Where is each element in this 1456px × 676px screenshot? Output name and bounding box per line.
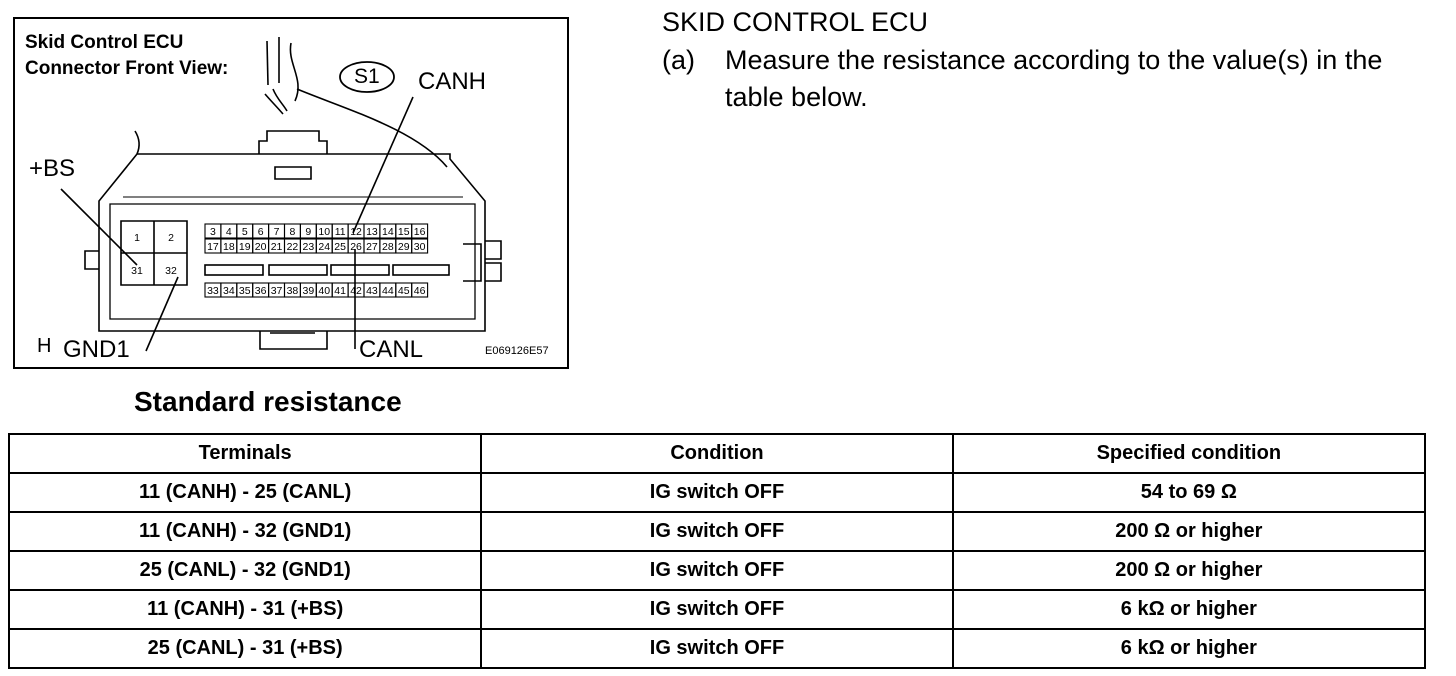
specified-condition-cell: 6 kΩ or higher: [951, 628, 1427, 669]
specified-condition-cell: 200 Ω or higher: [951, 550, 1427, 591]
canl-label: CANL: [359, 336, 424, 363]
pin-number: 29: [398, 241, 410, 253]
terminals-cell: 11 (CANH) - 25 (CANL): [7, 472, 483, 513]
header-terminals: Terminals: [7, 433, 483, 474]
bs-label: +BS: [29, 155, 76, 182]
table-row: 11 (CANH) - 25 (CANL) IG switch OFF 54 t…: [7, 472, 1427, 513]
pin-number: 17: [207, 241, 219, 253]
pin-number: 18: [223, 241, 235, 253]
pin-number: 24: [318, 241, 330, 253]
pin-cell: [411, 282, 429, 298]
condition-cell: IG switch OFF: [480, 589, 954, 630]
table-header-row: Terminals Condition Specified condition: [7, 433, 1427, 474]
pin-number: 16: [414, 226, 426, 238]
pin-number: 19: [239, 241, 251, 253]
table-row: 25 (CANL) - 31 (+BS) IG switch OFF 6 kΩ …: [7, 628, 1427, 669]
pin-number: 31: [131, 265, 143, 277]
figure-caption-line2: Connector Front View:: [25, 58, 229, 79]
header-specified-condition: Specified condition: [951, 433, 1427, 474]
condition-cell: IG switch OFF: [480, 628, 954, 669]
condition-cell: IG switch OFF: [480, 511, 954, 552]
terminals-cell: 11 (CANH) - 32 (GND1): [7, 511, 483, 552]
pin-number: 22: [287, 241, 299, 253]
specified-condition-cell: 200 Ω or higher: [951, 511, 1427, 552]
connector-id-label: S1: [354, 65, 380, 88]
pin-number: 25: [334, 241, 346, 253]
condition-cell: IG switch OFF: [480, 472, 954, 513]
pin-number: 6: [258, 226, 264, 238]
pin-number: 41: [334, 285, 346, 297]
pin-number: 42: [350, 285, 362, 297]
h-mark-label: H: [37, 335, 52, 357]
pin-number: 1: [134, 232, 140, 244]
terminals-cell: 11 (CANH) - 31 (+BS): [7, 589, 483, 630]
terminals-cell: 25 (CANL) - 32 (GND1): [7, 550, 483, 591]
pin-cell: [411, 223, 429, 239]
gnd1-label: GND1: [63, 336, 130, 363]
pin-cell: [411, 238, 429, 254]
canh-label: CANH: [418, 68, 487, 95]
pin-number: 28: [382, 241, 394, 253]
table-row: 11 (CANH) - 31 (+BS) IG switch OFF 6 kΩ …: [7, 589, 1427, 630]
pin-number: 23: [303, 241, 315, 253]
step-marker: (a): [662, 45, 695, 75]
pin-number: 11: [335, 226, 346, 238]
specified-condition-cell: 6 kΩ or higher: [951, 589, 1427, 630]
table-row: 25 (CANL) - 32 (GND1) IG switch OFF 200 …: [7, 550, 1427, 591]
terminals-cell: 25 (CANL) - 31 (+BS): [7, 628, 483, 669]
table-row: 11 (CANH) - 32 (GND1) IG switch OFF 200 …: [7, 511, 1427, 552]
pin-number: 14: [382, 226, 394, 238]
specified-condition-cell: 54 to 69 Ω: [951, 472, 1427, 513]
pin-number: 35: [239, 285, 251, 297]
pin-number: 37: [271, 285, 283, 297]
pin-number: 5: [242, 226, 248, 238]
pin-number: 7: [274, 226, 280, 238]
pin-number: 33: [207, 285, 219, 297]
pin-number: 26: [350, 241, 362, 253]
resistance-table: Terminals Condition Specified condition …: [7, 433, 1427, 669]
pin-number: 9: [305, 226, 311, 238]
header-condition: Condition: [480, 433, 954, 474]
pin-number: 34: [223, 285, 235, 297]
figure-code: E069126E57: [485, 345, 549, 357]
pin-number: 38: [287, 285, 299, 297]
condition-cell: IG switch OFF: [480, 550, 954, 591]
pin-number: 43: [366, 285, 378, 297]
pin-number: 32: [165, 265, 177, 277]
pin-number: 44: [382, 285, 394, 297]
figure-caption-line1: Skid Control ECU: [25, 32, 184, 53]
pin-number: 13: [366, 226, 378, 238]
pin-number: 12: [350, 226, 362, 238]
pin-number: 40: [318, 285, 330, 297]
pin-number: 15: [398, 226, 410, 238]
step-text: Measure the resistance according to the …: [725, 45, 1383, 112]
connector-id-oval: [339, 61, 395, 93]
pin-number: 27: [366, 241, 378, 253]
pin-number: 36: [255, 285, 267, 297]
table-title: Standard resistance: [134, 386, 402, 417]
pin-number: 21: [271, 241, 283, 253]
pin-number: 30: [414, 241, 426, 253]
pin-number: 2: [168, 232, 174, 244]
pin-number: 3: [210, 226, 216, 238]
pin-number: 20: [255, 241, 267, 253]
pin-number: 39: [303, 285, 315, 297]
pin-number: 10: [318, 226, 330, 238]
pin-number: 4: [226, 226, 232, 238]
pin-number: 46: [414, 285, 426, 297]
section-title: SKID CONTROL ECU: [662, 7, 929, 37]
pin-number: 45: [398, 285, 410, 297]
pin-number: 8: [290, 226, 296, 238]
